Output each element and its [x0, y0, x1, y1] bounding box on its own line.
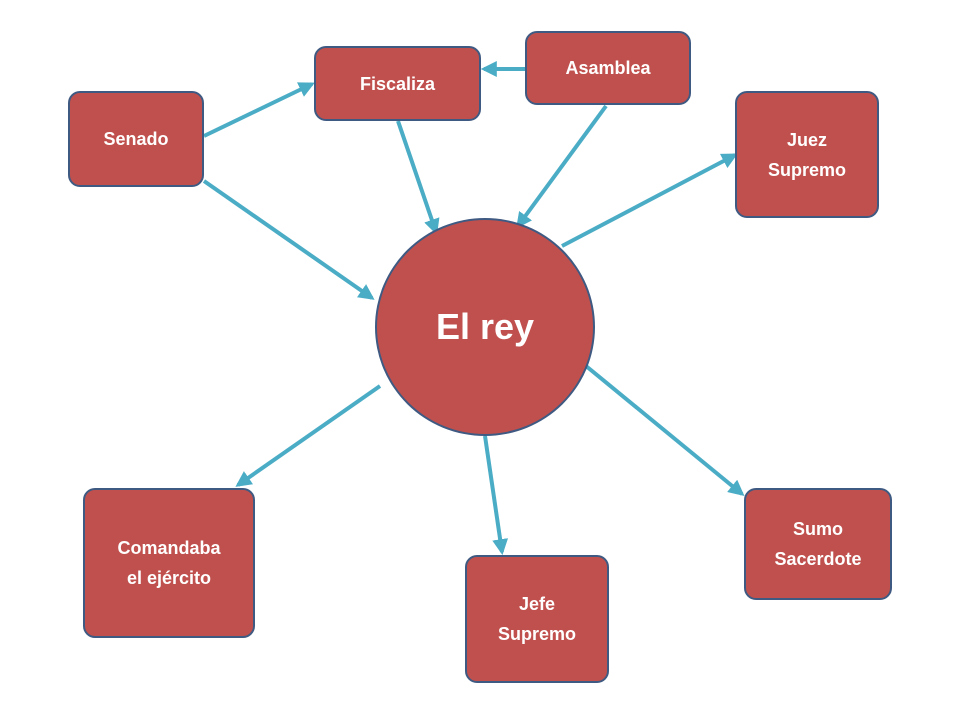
node-el-rey-label: El rey — [435, 306, 535, 347]
node-asamblea: Asamblea — [525, 31, 691, 105]
node-senado-label: Senado — [103, 129, 169, 149]
arrow-senado-to-rey — [202, 179, 375, 300]
arrow-senado-to-fiscaliza — [203, 82, 315, 138]
node-el-rey: El rey — [375, 218, 595, 436]
node-senado: Senado — [68, 91, 204, 187]
node-fiscaliza: Fiscaliza — [314, 46, 481, 121]
node-comandaba-el-ejercito: Comandaba el ejército — [83, 488, 255, 638]
node-jefe-supremo-label: Jefe Supremo — [497, 594, 576, 644]
arrow-rey-to-comandaba — [235, 384, 382, 487]
node-sumo-sacerdote: Sumo Sacerdote — [744, 488, 892, 600]
node-asamblea-label: Asamblea — [565, 58, 651, 78]
arrow-fiscaliza-to-rey — [396, 120, 440, 236]
arrow-asamblea-to-rey — [516, 104, 608, 229]
arrow-rey-to-jefe — [483, 435, 509, 556]
node-jefe-supremo: Jefe Supremo — [465, 555, 609, 683]
node-comandaba-el-ejercito-label: Comandaba el ejército — [117, 538, 221, 588]
arrow-rey-to-juez — [561, 153, 738, 248]
node-juez-supremo-label: Juez Supremo — [767, 129, 846, 180]
node-juez-supremo: Juez Supremo — [735, 91, 879, 218]
arrow-rey-to-sumo — [584, 364, 745, 497]
node-sumo-sacerdote-label: Sumo Sacerdote — [774, 519, 862, 569]
node-fiscaliza-label: Fiscaliza — [359, 73, 436, 94]
